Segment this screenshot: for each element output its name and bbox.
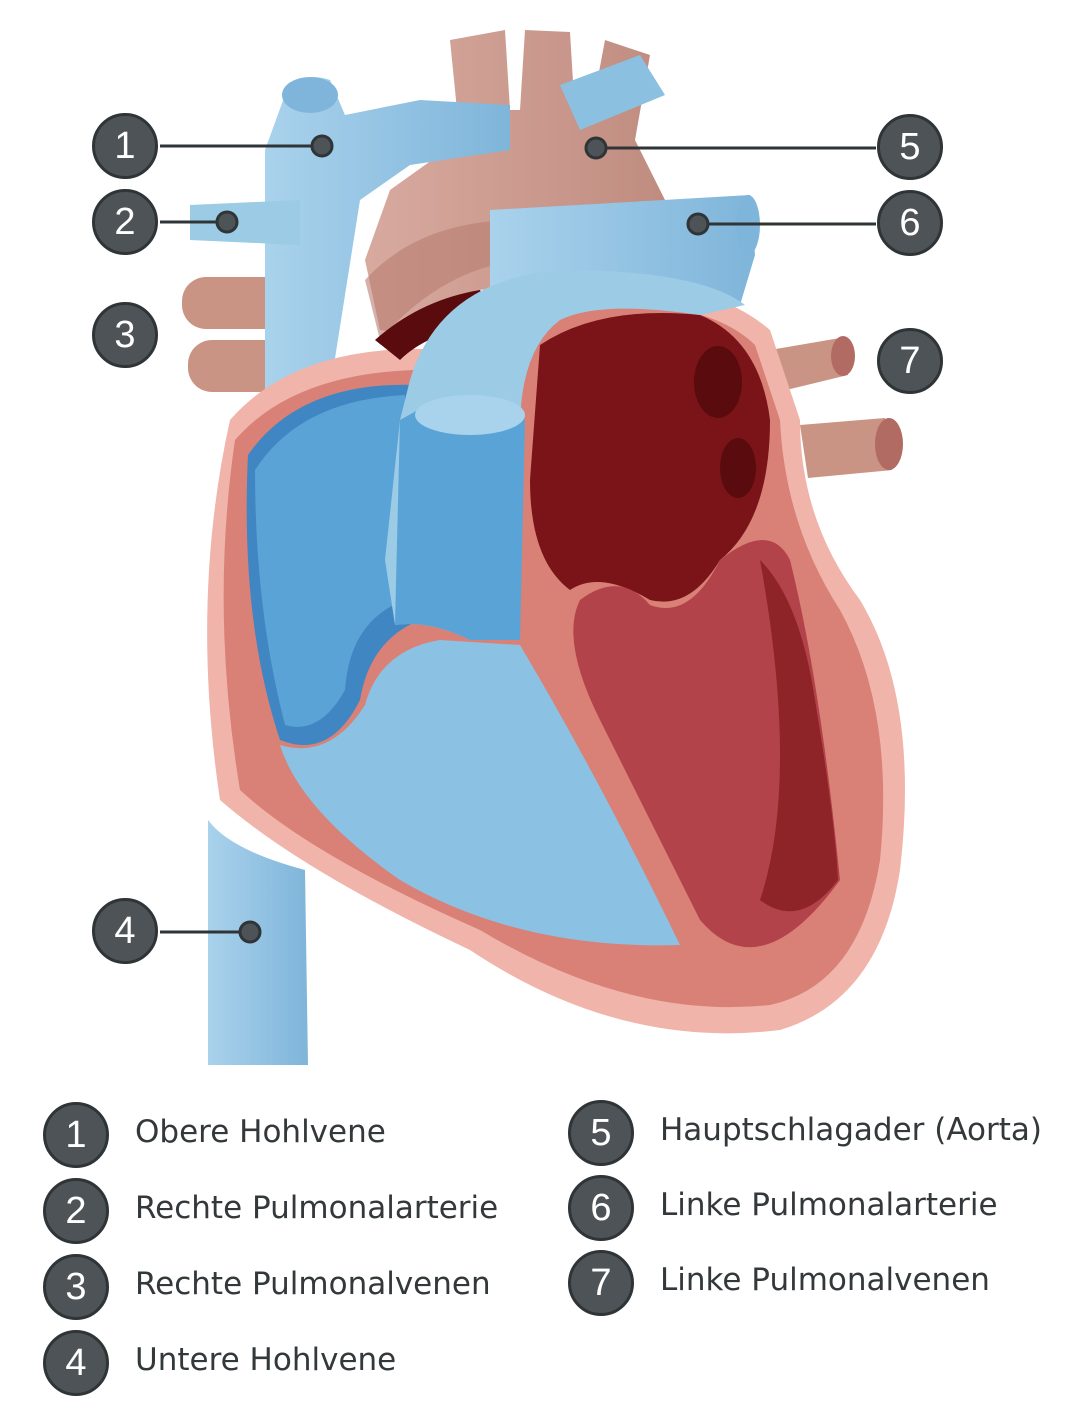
legend-label: Untere Hohlvene	[135, 1342, 397, 1378]
legend-badge: 6	[568, 1175, 634, 1241]
leader-lines	[160, 134, 876, 944]
right-pulmonary-veins	[182, 277, 292, 392]
left-chambers	[530, 313, 840, 948]
pulmonary-trunk	[385, 270, 745, 640]
right-chambers	[246, 384, 680, 946]
left-pulmonary-veins	[770, 336, 903, 478]
legend-badge: 4	[43, 1330, 109, 1396]
legend-label: Rechte Pulmonalvenen	[135, 1266, 491, 1302]
callout-5: 5	[877, 114, 943, 180]
callout-7: 7	[877, 328, 943, 394]
legend-badge: 7	[568, 1250, 634, 1316]
callout-1: 1	[92, 113, 158, 179]
legend-label: Linke Pulmonalarterie	[660, 1187, 998, 1223]
callout-3: 3	[92, 302, 158, 368]
legend-label: Linke Pulmonalvenen	[660, 1262, 990, 1298]
legend-badge: 5	[568, 1100, 634, 1166]
legend-badge: 2	[43, 1178, 109, 1244]
inferior-vena-cava	[208, 820, 308, 1065]
callout-4: 4	[92, 898, 158, 964]
callout-6: 6	[877, 190, 943, 256]
legend-label: Hauptschlagader (Aorta)	[660, 1112, 1042, 1148]
legend-label: Obere Hohlvene	[135, 1114, 386, 1150]
heart-diagram	[160, 30, 906, 1065]
callout-2: 2	[92, 189, 158, 255]
superior-vena-cava	[190, 55, 665, 400]
legend-badge: 3	[43, 1254, 109, 1320]
legend-label: Rechte Pulmonalarterie	[135, 1190, 499, 1226]
legend-badge: 1	[43, 1102, 109, 1168]
